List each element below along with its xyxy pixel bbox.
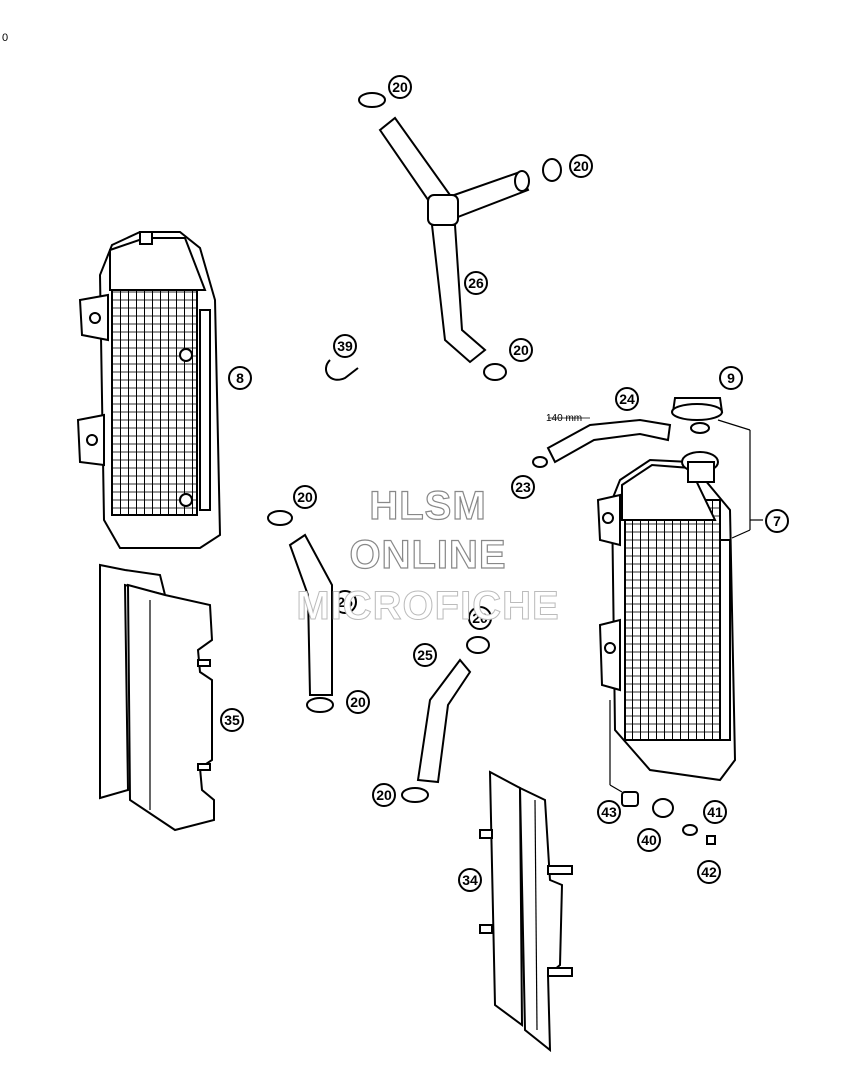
callout-35: 35 — [220, 708, 244, 732]
svg-text:20: 20 — [350, 694, 366, 710]
callout-8: 8 — [228, 366, 252, 390]
watermark-line-1: HLSM — [369, 483, 487, 528]
callout-25-a: 25 — [333, 590, 357, 614]
callout-20-d: 20 — [293, 485, 317, 509]
y-hose — [378, 116, 530, 364]
drain-parts — [621, 791, 716, 845]
svg-text:20: 20 — [392, 79, 408, 95]
callout-40: 40 — [637, 828, 661, 852]
watermark-line-3: MICROFICHE — [296, 584, 560, 629]
small-hose — [546, 418, 672, 464]
svg-text:24: 24 — [619, 391, 635, 407]
callout-24: 24 — [615, 387, 639, 411]
svg-text:40: 40 — [641, 832, 657, 848]
svg-text:20: 20 — [376, 787, 392, 803]
svg-text:35: 35 — [224, 712, 240, 728]
hose-clamps — [267, 92, 562, 803]
hose-length-label: 140 mm — [546, 413, 582, 424]
svg-text:25: 25 — [417, 647, 433, 663]
svg-text:39: 39 — [337, 338, 353, 354]
cable-tie — [325, 359, 359, 381]
svg-text:41: 41 — [707, 804, 723, 820]
callout-25-b: 25 — [413, 643, 437, 667]
callout-41: 41 — [703, 800, 727, 824]
callout-20-g: 20 — [372, 783, 396, 807]
callout-20-b: 20 — [569, 154, 593, 178]
callout-39: 39 — [333, 334, 357, 358]
lower-hoses — [288, 533, 472, 784]
callout-7: 7 — [765, 509, 789, 533]
leader-lines — [548, 417, 763, 793]
corner-label: 0 — [2, 32, 9, 44]
callout-20-e: 20 — [468, 606, 492, 630]
svg-text:20: 20 — [513, 342, 529, 358]
watermark-line-2: ONLINE — [349, 532, 507, 577]
callout-20-a: 20 — [388, 75, 412, 99]
svg-text:20: 20 — [297, 489, 313, 505]
callout-34: 34 — [458, 868, 482, 892]
left-shroud — [99, 563, 215, 832]
left-radiator — [76, 231, 222, 549]
callout-26: 26 — [464, 271, 488, 295]
right-radiator — [596, 451, 737, 782]
svg-text:42: 42 — [701, 864, 717, 880]
svg-text:20: 20 — [573, 158, 589, 174]
callout-23: 23 — [511, 475, 535, 499]
radiator-cap — [532, 397, 724, 468]
svg-text:26: 26 — [468, 275, 484, 291]
callout-42: 42 — [697, 860, 721, 884]
svg-text:25: 25 — [337, 594, 353, 610]
callout-20-c: 20 — [509, 338, 533, 362]
svg-text:23: 23 — [515, 479, 531, 495]
callout-20-f: 20 — [346, 690, 370, 714]
svg-text:43: 43 — [601, 804, 617, 820]
svg-text:7: 7 — [773, 513, 781, 529]
callout-9: 9 — [719, 366, 743, 390]
svg-text:20: 20 — [472, 610, 488, 626]
right-shroud — [479, 770, 573, 1053]
callout-43: 43 — [597, 800, 621, 824]
svg-text:34: 34 — [462, 872, 478, 888]
svg-text:9: 9 — [727, 370, 735, 386]
svg-text:8: 8 — [236, 370, 244, 386]
